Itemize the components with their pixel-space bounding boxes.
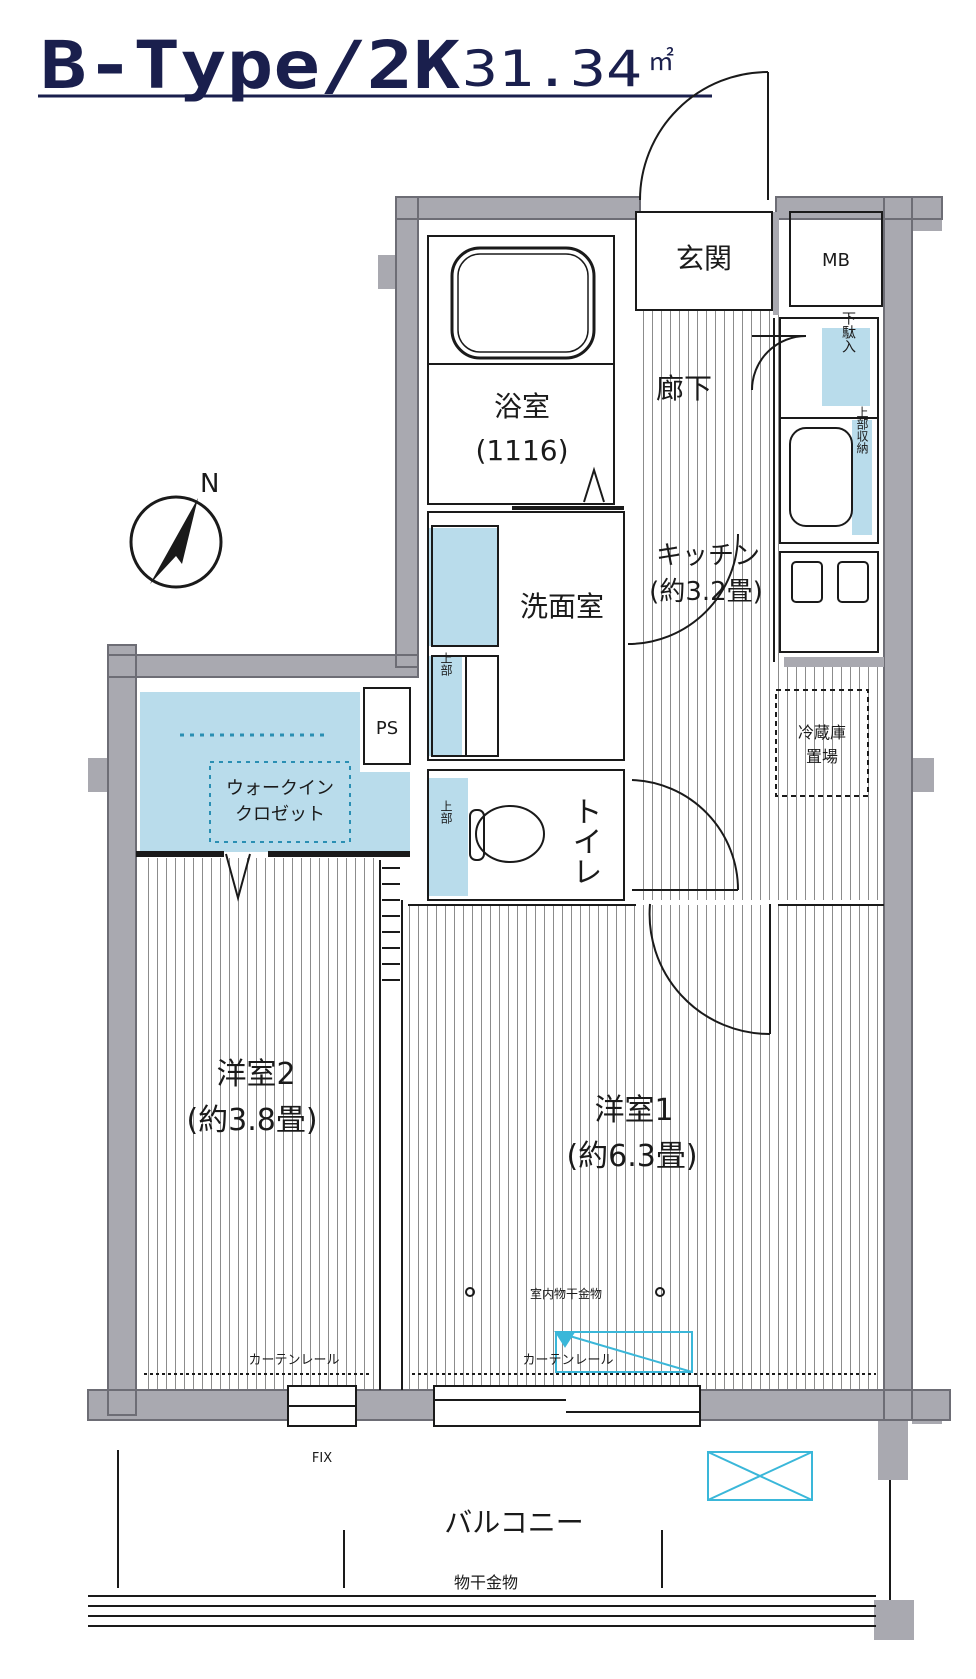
entrance-label: 玄関 [676,242,732,275]
mb-box-fill [792,212,882,304]
aircon-indicator [554,1331,693,1373]
fridge-label-2: 置場 [806,747,838,766]
ps-adjacent-closet [360,772,410,852]
kitchen-label: キッチン [656,541,760,571]
curtain-rail-room1-label: カーテンレール [522,1353,613,1368]
walkin-closet-label-1: ウォークイン [226,778,334,799]
fridge-label-1: 冷蔵庫 [798,723,846,742]
washroom-shelf-2 [428,656,462,756]
outdoor-unit [707,1451,813,1501]
compass: N [129,469,223,589]
toilet-upper-storage-label: 上部 [439,800,453,824]
corridor-label: 廊下 [656,372,712,405]
partitions [136,211,884,1427]
kitchen-floor [786,660,881,900]
indoor-drying-label: 室内物干金物 [530,1286,602,1301]
drying-hooks [465,1287,665,1297]
toilet-label-group: トイレ [567,796,602,886]
shoe-box-label: 下駄入 [840,311,856,353]
plan-title: B-Type/2K 31.34 ㎡ [38,27,712,104]
room2-label: 洋室2 [216,1057,295,1092]
room2-floor [140,858,380,1390]
curtain-rail-room2-label: カーテンレール [248,1353,339,1368]
room-labels: 玄関 MB 浴室 (1116) 廊下 キッチン (約3.2畳) 洗面室 PS ウ… [186,242,850,1539]
washroom-upper-storage-label: 上部 [439,652,453,676]
doors [512,71,807,1036]
area-value: 31.34 [462,40,642,98]
annotations: 下駄入 上部収納 上部 上部 室内物干金物 カーテンレール カーテンレール FI… [248,311,869,1592]
toilet-label: トイレ [567,796,602,886]
upper-storage-label: 上部収納 [855,406,869,454]
drying-hardware-label: 物干金物 [454,1573,518,1592]
bath-size-label: (1116) [475,434,568,467]
fix-window-label: FIX [312,1451,332,1466]
compass-needle-icon [150,498,198,584]
walls [88,197,950,1640]
room1-size-label: (約6.3畳) [566,1139,697,1174]
type-label: B-Type/2K [40,27,460,104]
balcony [88,1450,891,1627]
room1-floor [408,905,881,1390]
balcony-label: バルコニー [444,1506,583,1539]
area-unit: ㎡ [648,47,674,77]
kitchen-upper-shelf [852,420,872,535]
floor-fills [140,212,882,1390]
walkin-closet-label-2: クロゼット [235,804,325,825]
room1-label: 洋室1 [594,1093,673,1128]
washroom-shelf-1 [428,528,498,646]
walkin-closet-floor [140,692,360,852]
bath-label: 浴室 [494,390,550,423]
room2-size-label: (約3.8畳) [186,1103,317,1138]
compass-north-label: N [200,469,219,499]
washroom-label: 洗面室 [520,590,604,623]
ps-label: PS [376,718,398,739]
mb-label: MB [822,250,850,271]
shoe-box-shelf [822,328,870,406]
kitchen-size-label: (約3.2畳) [649,577,763,607]
closet-louvers [382,867,400,981]
toilet-shelf [428,778,468,896]
